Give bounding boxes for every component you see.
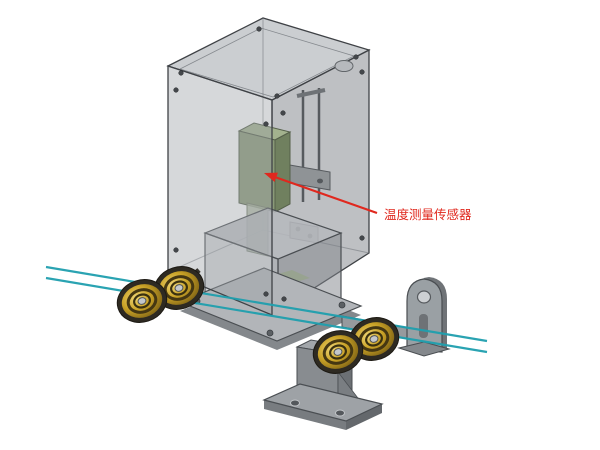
screw xyxy=(173,247,179,253)
roller-groove xyxy=(365,331,383,347)
screw xyxy=(256,26,262,32)
roller-groove xyxy=(133,293,151,309)
bolt xyxy=(338,301,346,309)
foot-hole xyxy=(335,409,345,417)
screw xyxy=(263,121,269,127)
bracket-hole xyxy=(416,290,432,304)
bracket-slot xyxy=(419,314,428,338)
foot-front xyxy=(264,400,346,430)
roller-hub xyxy=(137,297,147,305)
screw xyxy=(263,291,269,297)
cable xyxy=(45,265,488,343)
screw xyxy=(281,296,287,302)
cable-lines xyxy=(45,265,488,354)
guide-roller xyxy=(312,330,364,374)
screw xyxy=(353,54,359,60)
roller-groove xyxy=(329,344,347,360)
rail-crossbar xyxy=(296,88,326,98)
foot-hole xyxy=(290,399,300,407)
screw xyxy=(359,69,365,75)
bracket-hole xyxy=(317,178,323,184)
foot-plate xyxy=(262,383,384,422)
screw xyxy=(359,235,365,241)
screw xyxy=(173,87,179,93)
bolt xyxy=(266,329,274,337)
screw xyxy=(274,93,280,99)
screw xyxy=(280,110,286,116)
enclosure-screws xyxy=(173,26,365,302)
roller-groove xyxy=(126,288,158,314)
foot-side xyxy=(346,404,382,430)
annotation-arrow-head xyxy=(264,172,278,182)
temperature-sensor-block xyxy=(237,122,292,213)
enclosure-top-hole xyxy=(334,60,354,72)
roller-hub xyxy=(333,348,343,356)
roller-hub xyxy=(174,284,184,292)
roller-groove xyxy=(322,339,354,365)
roller-hub xyxy=(369,335,379,343)
roller-pair-right xyxy=(312,317,400,374)
annotation-label: 温度测量传感器 xyxy=(384,207,472,222)
roller-groove xyxy=(170,280,188,296)
annotation-arrow-line xyxy=(271,174,378,215)
roller-pair-left xyxy=(116,266,205,323)
sensor-right-face xyxy=(274,131,291,213)
cable xyxy=(45,276,488,354)
bracket-flange xyxy=(397,341,451,357)
guide-roller xyxy=(116,279,168,323)
screw xyxy=(178,70,184,76)
sensor-annotation: 温度测量传感器 xyxy=(264,172,472,222)
